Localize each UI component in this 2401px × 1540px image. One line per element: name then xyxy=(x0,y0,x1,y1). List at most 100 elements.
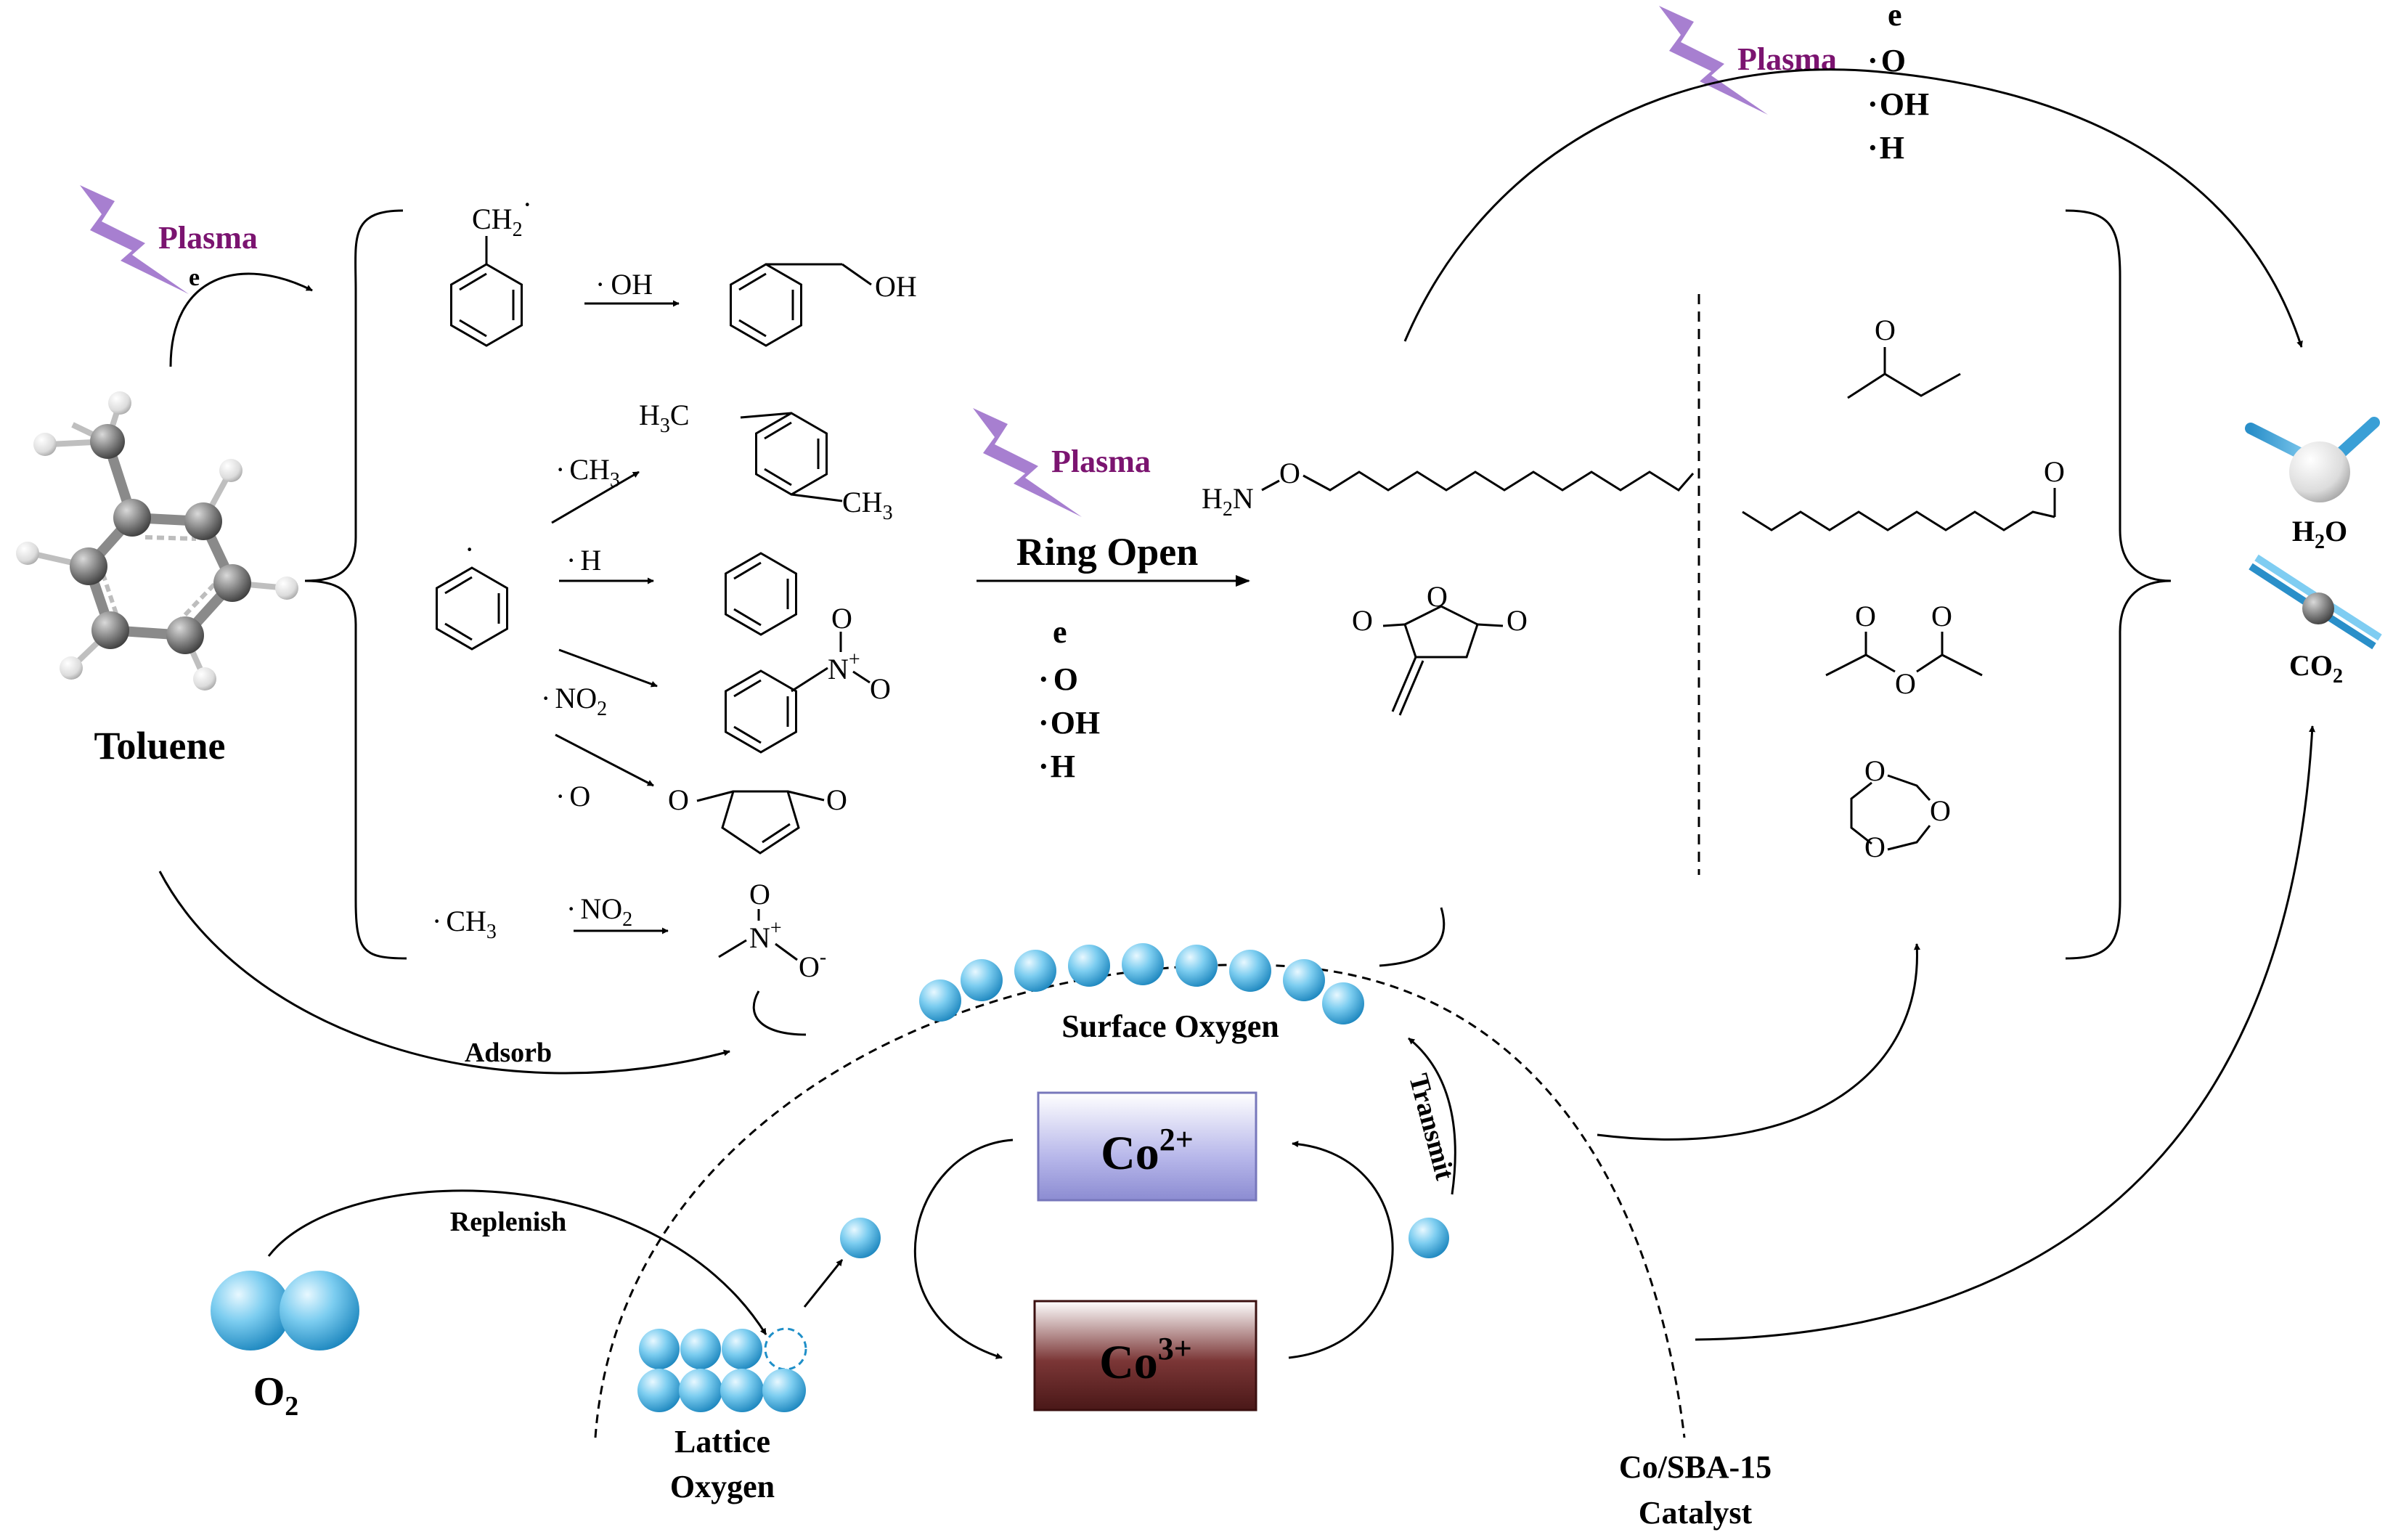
oh-species: ·OH xyxy=(1867,86,1929,122)
svg-text:O: O xyxy=(870,672,891,705)
oxygen-atom-icon xyxy=(1322,982,1364,1024)
replenish-arrow xyxy=(267,1189,767,1335)
o-radical-label: ·O xyxy=(555,780,590,812)
left-brace xyxy=(304,209,407,960)
adsorb-arrow xyxy=(158,871,730,1075)
co2-molecule-icon xyxy=(2249,554,2382,650)
svg-text:O: O xyxy=(826,783,847,816)
svg-text:O: O xyxy=(668,783,689,816)
right-brace xyxy=(2065,209,2172,960)
svg-text:O: O xyxy=(1931,600,1952,632)
oxidation-arc-cycle xyxy=(1288,1141,1394,1359)
svg-text:O: O xyxy=(1427,580,1448,613)
oxygen-atom-icon xyxy=(919,979,961,1022)
svg-text:N+: N+ xyxy=(749,917,782,954)
catalyst-label-line2: Catalyst xyxy=(1639,1495,1753,1531)
acetic-anhydride: O O O xyxy=(1825,600,1983,700)
butanone: O xyxy=(1847,314,1961,399)
svg-text:O: O xyxy=(1855,600,1876,632)
plasma-top: Plasma xyxy=(1659,6,1837,115)
co3plus-box xyxy=(1033,1300,1257,1411)
oxygen-atom-icon xyxy=(1014,950,1056,992)
h-species: ·H xyxy=(1867,130,1904,166)
svg-text:H3C: H3C xyxy=(639,399,690,437)
reaction-arrow xyxy=(558,648,658,688)
plasma-label: Plasma xyxy=(158,220,258,256)
oxygen-atom-icon xyxy=(1283,959,1325,1001)
ch3-radical-label: ·CH3 xyxy=(555,453,620,492)
oxidation-arc xyxy=(1403,68,2303,348)
svg-text:O: O xyxy=(1864,831,1886,863)
catalyst-to-products-arrow xyxy=(1695,725,2316,1341)
transmit-label: Transmit xyxy=(1403,1070,1460,1183)
svg-text:O: O xyxy=(1507,604,1528,637)
reduction-arc xyxy=(913,1138,1014,1359)
oxygen-atom-icon xyxy=(280,1271,359,1350)
oxygen-atom-icon xyxy=(1409,1218,1449,1258)
transmit-arrow xyxy=(1408,1037,1456,1195)
o2-label: O2 xyxy=(253,1369,299,1422)
adsorb-label: Adsorb xyxy=(465,1038,552,1068)
o-species: ·O xyxy=(1038,661,1078,697)
svg-text:O: O xyxy=(1895,667,1916,700)
ch3-radical-label: ·CH3 xyxy=(432,905,497,943)
release-arrow xyxy=(803,1259,844,1308)
oxygen-atom-icon xyxy=(1175,945,1218,987)
electron-label: e xyxy=(189,264,200,291)
reaction-arrow xyxy=(551,470,640,524)
hydroxylamine-chain: H2N O xyxy=(1202,457,1695,521)
cyclopentenedione: O O xyxy=(668,783,847,855)
oh-radical-label: ·OH xyxy=(595,268,653,301)
nitromethane-adsorb-arrow xyxy=(752,990,807,1036)
svg-text:O: O xyxy=(831,602,852,635)
p-xylene: H3C CH3 xyxy=(639,399,893,524)
svg-text:O: O xyxy=(2044,455,2065,488)
o-species: ·O xyxy=(1867,43,1906,78)
co2plus-label: Co2+ xyxy=(1101,1122,1194,1180)
svg-text:O: O xyxy=(1279,457,1300,489)
h-radical-label: ·H xyxy=(566,544,601,577)
svg-text:O-: O- xyxy=(799,946,826,983)
no2-radical-label: ·NO2 xyxy=(541,682,607,720)
nitrobenzene: N+ O O xyxy=(725,602,891,754)
svg-text:O: O xyxy=(1864,754,1886,787)
h2o-label: H2O xyxy=(2292,515,2347,553)
plasma-left: Plasma e xyxy=(80,185,258,294)
electron-label: e xyxy=(1053,614,1067,650)
svg-text:O: O xyxy=(1352,604,1373,637)
svg-text:H2N: H2N xyxy=(1202,482,1254,521)
o2-molecule xyxy=(211,1271,359,1350)
oxygen-atom-icon xyxy=(1122,943,1164,985)
benzene-product xyxy=(725,552,797,636)
svg-text:O: O xyxy=(1875,314,1896,346)
reaction-arrow xyxy=(555,733,654,787)
plasma-middle: Plasma xyxy=(973,408,1151,517)
benzyl-alcohol: OH xyxy=(730,263,917,347)
toluene-label: Toluene xyxy=(94,724,225,767)
phenyl-radical: · xyxy=(436,533,508,651)
h-species: ·H xyxy=(1038,749,1075,784)
water-molecule-icon xyxy=(2245,417,2380,502)
activation-arrow xyxy=(169,272,313,367)
catalyst-label-line1: Co/SBA-15 xyxy=(1619,1449,1772,1485)
plasma-label: Plasma xyxy=(1051,444,1151,479)
nitromethane: O N+ O- xyxy=(718,878,826,983)
oxygen-atom-icon xyxy=(840,1218,881,1258)
oxygen-atom-icon xyxy=(1068,945,1110,987)
itaconic-anhydride: O O O xyxy=(1352,580,1528,716)
replenish-label: Replenish xyxy=(450,1207,566,1237)
benzyl-radical: CH2· xyxy=(450,188,532,347)
co2plus-box xyxy=(1037,1091,1257,1202)
decanal: O xyxy=(1742,455,2065,531)
svg-text:CH2·: CH2· xyxy=(472,188,532,241)
svg-text:O: O xyxy=(749,878,770,910)
svg-text:N+: N+ xyxy=(828,648,860,685)
lattice-oxygen-label-line2: Oxygen xyxy=(670,1469,775,1504)
toluene-molecule-icon xyxy=(16,391,298,690)
products-adsorb-arrow xyxy=(1597,943,1920,1141)
lattice-oxygen-label-line1: Lattice xyxy=(674,1424,770,1459)
svg-text:O: O xyxy=(1930,794,1951,827)
oxygen-atom-icon xyxy=(211,1271,290,1350)
svg-text:CH3: CH3 xyxy=(842,486,893,524)
